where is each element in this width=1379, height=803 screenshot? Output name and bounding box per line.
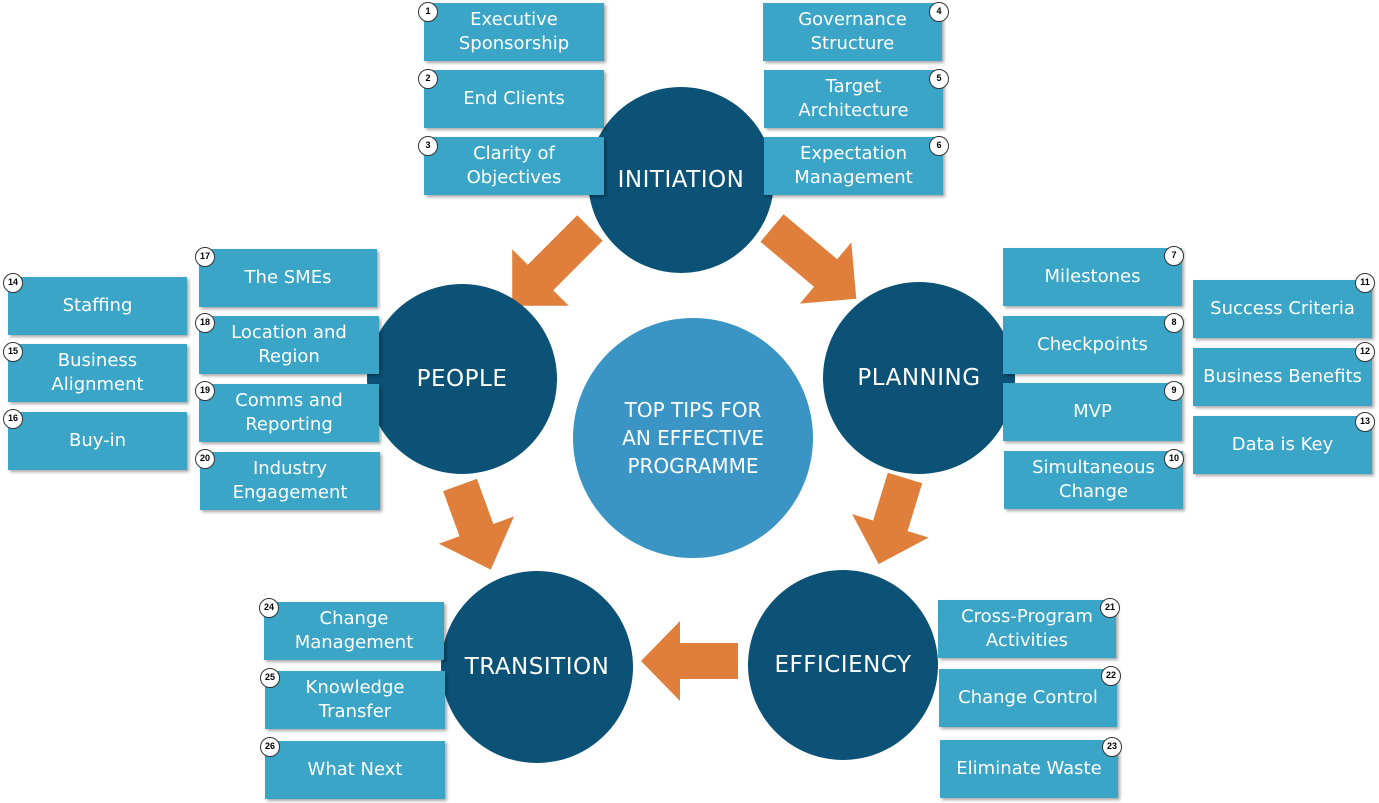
tip-box-7: Milestones — [1003, 248, 1182, 306]
phase-transition-label: TRANSITION — [464, 654, 610, 680]
tip-label-1: Executive Sponsorship — [458, 9, 570, 54]
tip-box-14: Staffing — [8, 277, 187, 335]
tip-box-1: Executive Sponsorship — [424, 3, 604, 61]
tip-label-2: End Clients — [463, 88, 565, 109]
arrow-people-to-transition — [438, 478, 515, 570]
tip-number-26: 26 — [260, 737, 280, 757]
tip-box-18: Location and Region — [199, 316, 379, 374]
tip-number-5: 5 — [929, 69, 949, 89]
tip-box-22: Change Control — [939, 669, 1117, 727]
tip-number-14: 14 — [3, 273, 23, 293]
tip-number-13: 13 — [1355, 412, 1375, 432]
tip-box-8: Checkpoints — [1003, 316, 1182, 374]
tip-number-6: 6 — [929, 136, 949, 156]
center-title-circle: TOP TIPS FOR AN EFFECTIVE PROGRAMME — [573, 318, 813, 558]
arrow-planning-to-efficiency — [852, 472, 929, 565]
tip-number-10: 10 — [1164, 449, 1184, 469]
tip-box-9: MVP — [1003, 383, 1182, 441]
tip-number-7: 7 — [1164, 246, 1184, 266]
tip-label-23: Eliminate Waste — [956, 758, 1102, 779]
tip-label-17: The SMEs — [244, 267, 332, 288]
tip-label-3: Clarity of Objectives — [466, 143, 562, 188]
tip-box-23: Eliminate Waste — [940, 740, 1118, 798]
tip-box-11: Success Criteria — [1193, 280, 1372, 338]
tip-label-6: Expectation Management — [794, 143, 913, 188]
tip-box-19: Comms and Reporting — [199, 384, 379, 442]
phase-initiation: INITIATION — [588, 87, 774, 273]
tip-box-25: Knowledge Transfer — [265, 671, 445, 729]
tip-box-12: Business Benefits — [1193, 348, 1372, 406]
tip-number-12: 12 — [1355, 342, 1375, 362]
tip-box-21: Cross-Program Activities — [938, 600, 1116, 658]
tip-label-21: Cross-Program Activities — [961, 606, 1093, 651]
tip-box-26: What Next — [265, 741, 445, 799]
tip-box-16: Buy-in — [8, 412, 187, 470]
tip-number-4: 4 — [929, 2, 949, 22]
tip-number-15: 15 — [3, 342, 23, 362]
tip-number-17: 17 — [195, 247, 215, 267]
tip-label-16: Buy-in — [69, 430, 126, 451]
tip-number-8: 8 — [1164, 313, 1184, 333]
tip-number-23: 23 — [1102, 737, 1122, 757]
tip-number-21: 21 — [1100, 598, 1120, 618]
tip-box-24: Change Management — [264, 602, 444, 660]
tip-number-25: 25 — [260, 668, 280, 688]
arrow-efficiency-to-transition — [641, 621, 738, 701]
tip-number-22: 22 — [1101, 666, 1121, 686]
phase-efficiency-label: EFFICIENCY — [774, 652, 912, 678]
phase-people-label: PEOPLE — [416, 366, 508, 392]
tip-label-22: Change Control — [958, 687, 1098, 708]
tip-box-10: Simultaneous Change — [1004, 451, 1183, 509]
tip-number-24: 24 — [259, 598, 279, 618]
tip-label-10: Simultaneous Change — [1032, 457, 1155, 502]
tip-box-6: Expectation Management — [764, 137, 943, 195]
tip-label-20: Industry Engagement — [232, 458, 348, 503]
tip-number-2: 2 — [418, 69, 438, 89]
tip-box-3: Clarity of Objectives — [424, 137, 604, 195]
tip-number-16: 16 — [3, 409, 23, 429]
tip-label-15: Business Alignment — [51, 350, 144, 395]
tip-box-13: Data is Key — [1193, 416, 1372, 474]
tip-box-5: Target Architecture — [764, 70, 943, 128]
tip-box-15: Business Alignment — [8, 344, 187, 402]
tip-label-4: Governance Structure — [798, 9, 907, 54]
phase-initiation-label: INITIATION — [617, 167, 745, 193]
tip-label-12: Business Benefits — [1203, 366, 1362, 387]
phase-people: PEOPLE — [367, 284, 557, 474]
tip-label-18: Location and Region — [231, 322, 347, 367]
tip-number-20: 20 — [195, 449, 215, 469]
tip-number-18: 18 — [195, 313, 215, 333]
tip-box-17: The SMEs — [199, 249, 377, 307]
tip-box-4: Governance Structure — [763, 3, 942, 61]
tip-label-25: Knowledge Transfer — [305, 677, 405, 722]
tip-label-7: Milestones — [1044, 266, 1141, 287]
tip-number-3: 3 — [418, 136, 438, 156]
tip-label-19: Comms and Reporting — [235, 390, 343, 435]
tip-label-8: Checkpoints — [1037, 334, 1148, 355]
tip-number-11: 11 — [1355, 273, 1375, 293]
tip-number-9: 9 — [1164, 381, 1184, 401]
tip-number-19: 19 — [195, 381, 215, 401]
tip-label-13: Data is Key — [1231, 434, 1334, 455]
tip-label-5: Target Architecture — [798, 76, 909, 121]
tip-number-1: 1 — [418, 2, 438, 22]
phase-planning: PLANNING — [823, 282, 1015, 474]
tip-box-2: End Clients — [424, 70, 604, 128]
phase-efficiency: EFFICIENCY — [748, 570, 938, 760]
phase-planning-label: PLANNING — [857, 365, 981, 391]
tip-label-9: MVP — [1073, 401, 1112, 422]
tip-label-11: Success Criteria — [1210, 298, 1355, 319]
phase-transition: TRANSITION — [441, 571, 633, 763]
tip-box-20: Industry Engagement — [200, 452, 380, 510]
tip-label-14: Staffing — [62, 295, 133, 316]
tip-label-24: Change Management — [294, 608, 414, 653]
center-title: TOP TIPS FOR AN EFFECTIVE PROGRAMME — [622, 398, 764, 478]
tip-label-26: What Next — [307, 759, 403, 780]
